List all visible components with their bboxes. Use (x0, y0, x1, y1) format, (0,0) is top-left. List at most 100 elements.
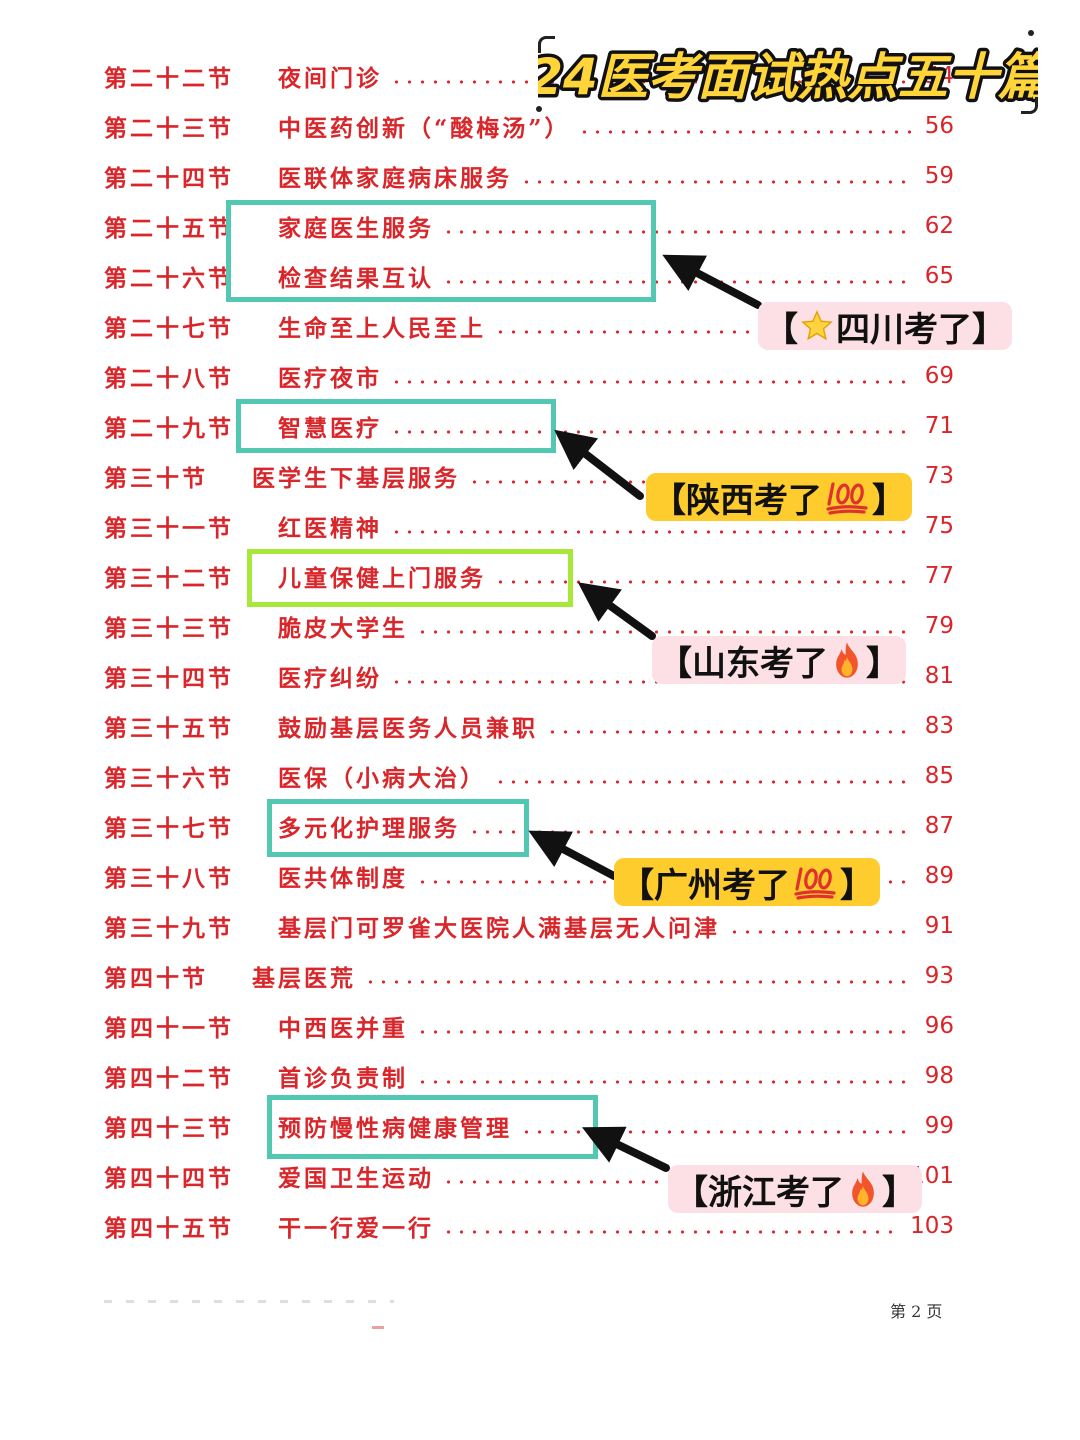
fire-icon (830, 641, 864, 679)
toc-section-number: 第四十节 (104, 965, 208, 992)
toc-page-number: 73 (924, 463, 954, 489)
toc-row[interactable]: 第二十六节 检查结果互认 65 (104, 258, 954, 294)
toc-row[interactable]: 第四十二节 首诊负责制 98 (104, 1058, 954, 1094)
toc-title: 夜间门诊 (278, 65, 382, 92)
toc-section-number: 第三十节 (104, 465, 208, 492)
toc-title: 医疗纠纷 (278, 665, 382, 692)
toc-section-number: 第二十六节 (104, 265, 234, 292)
toc-title: 医学生下基层服务 (252, 465, 460, 492)
toc-row[interactable]: 第二十二节 夜间门诊 54 (104, 58, 954, 94)
toc-title: 干一行爱一行 (278, 1215, 434, 1242)
callout-open-bracket: 【 (764, 309, 798, 350)
toc-leader-dots (390, 380, 915, 384)
callout-text: 陕西考了 (686, 480, 822, 521)
toc-row[interactable]: 第三十六节 医保（小病大治） 85 (104, 758, 954, 794)
highlight-box-chronic-disease (267, 1095, 598, 1159)
toc-page-number: 96 (924, 1013, 954, 1039)
toc-section-number: 第二十八节 (104, 365, 234, 392)
toc-row[interactable]: 第二十三节中医药创新（“酸梅汤”）56 (104, 108, 954, 144)
toc-section-number: 第二十七节 (104, 315, 234, 342)
toc-title: 医保（小病大治） (278, 765, 486, 792)
toc-section-number: 第三十七节 (104, 815, 234, 842)
callout-close-bracket: 】 (872, 480, 906, 521)
toc-page-number: 75 (924, 513, 954, 539)
toc-leader-dots (442, 1230, 901, 1234)
toc-section-number: 第四十五节 (104, 1215, 234, 1242)
toc-leader-dots (416, 1030, 915, 1034)
callout-close-bracket: 】 (882, 1172, 916, 1213)
toc-section-number: 第三十六节 (104, 765, 234, 792)
toc-section-number: 第二十四节 (104, 165, 234, 192)
toc-title: 智慧医疗 (278, 415, 382, 442)
toc-title: 家庭医生服务 (278, 215, 434, 242)
toc-section-number: 第三十二节 (104, 565, 234, 592)
toc-leader-dots (364, 980, 915, 984)
highlight-box-nursing (267, 799, 529, 857)
toc-title: 首诊负责制 (278, 1065, 408, 1092)
callout-close-bracket: 】 (840, 865, 874, 906)
toc-page-number: 83 (924, 713, 954, 739)
toc-page-number: 59 (924, 163, 954, 189)
svg-text:24医考面试热点五十篇: 24医考面试热点五十篇 (538, 48, 1038, 106)
callout-open-bracket: 【 (652, 480, 686, 521)
toc-row[interactable]: 第三十节 医学生下基层服务 73 (104, 458, 954, 494)
callout-shaanxi: 【陕西考了 】 (646, 473, 912, 521)
highlight-box-child-care (247, 549, 573, 607)
toc-title: 检查结果互认 (278, 265, 434, 292)
toc-leader-dots (390, 430, 915, 434)
toc-page-number: 85 (924, 763, 954, 789)
toc-page-number: 56 (924, 113, 954, 139)
toc-page-number: 89 (924, 863, 954, 889)
toc-row[interactable]: 第四十节 基层医荒 93 (104, 958, 954, 994)
toc-page-number: 99 (924, 1113, 954, 1139)
hundred-points-icon (792, 864, 838, 900)
banner: 24医考面试热点五十篇 (525, 30, 1059, 114)
toc-page-number: 98 (924, 1063, 954, 1089)
toc-leader-dots (728, 930, 915, 934)
callout-guangzhou: 【广州考了】 (614, 858, 880, 906)
callout-text: 浙江考了 (708, 1172, 844, 1213)
toc-title: 生命至上人民至上 (278, 315, 486, 342)
toc-page-number: 77 (924, 563, 954, 589)
hundred-points-icon (824, 479, 870, 515)
toc-page-number: 91 (924, 913, 954, 939)
highlight-box-family-doctor (226, 200, 656, 302)
callout-open-bracket: 【 (620, 865, 654, 906)
toc-page-number: 65 (924, 263, 954, 289)
toc-leader-dots (546, 730, 915, 734)
toc-title: 基层医荒 (252, 965, 356, 992)
toc-section-number: 第四十一节 (104, 1015, 234, 1042)
toc-section-number: 第三十一节 (104, 515, 234, 542)
callout-close-bracket: 】 (866, 643, 900, 684)
toc-page-number: 62 (924, 213, 954, 239)
toc-section-number: 第二十二节 (104, 65, 234, 92)
highlight-box-smart-medical (236, 399, 556, 453)
toc-row[interactable]: 第三十一节 红医精神 75 (104, 508, 954, 544)
toc-title: 医疗夜市 (278, 365, 382, 392)
toc-page-number: 54 (924, 63, 954, 89)
toc-leader-dots (494, 580, 915, 584)
toc-page-number: 87 (924, 813, 954, 839)
toc-section-number: 第三十八节 (104, 865, 234, 892)
toc-section-number: 第四十二节 (104, 1065, 234, 1092)
faint-footer-text (104, 1300, 394, 1303)
toc-title: 红医精神 (278, 515, 382, 542)
toc-leader-dots (468, 830, 915, 834)
star-icon (800, 309, 834, 343)
toc-page-number: 93 (924, 963, 954, 989)
toc-section-number: 第三十四节 (104, 665, 234, 692)
callout-text: 山东考了 (692, 643, 828, 684)
